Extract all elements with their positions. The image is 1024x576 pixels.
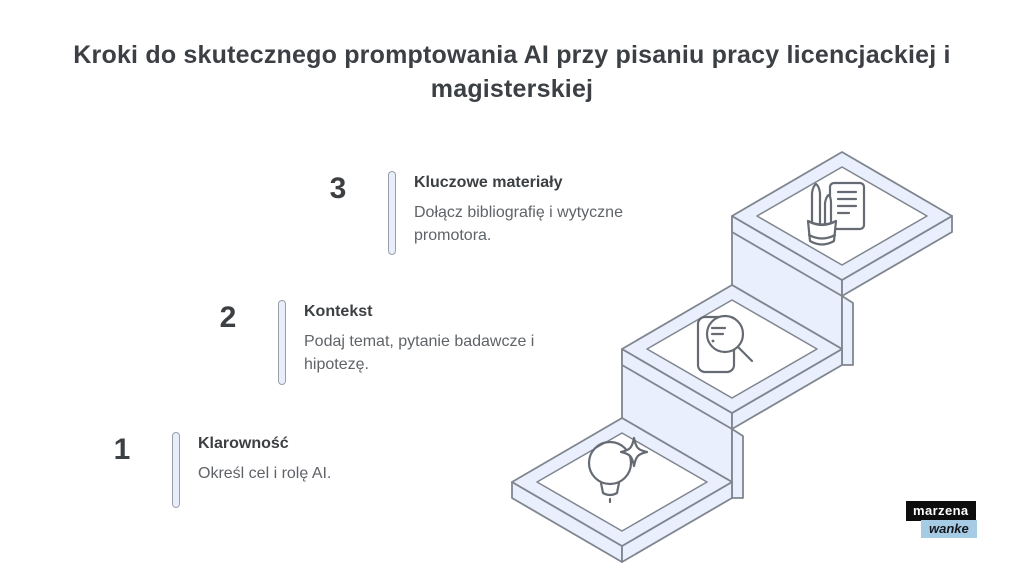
step-item-2: 2 Kontekst Podaj temat, pytanie badawcze… [200, 300, 560, 385]
watermark-surname: wanke [921, 520, 977, 538]
step-description: Dołącz bibliografię i wytyczne promotora… [414, 204, 623, 244]
step-number: 2 [219, 301, 237, 334]
step-number: 3 [329, 172, 347, 205]
step-description: Podaj temat, pytanie badawcze i hipotezę… [304, 333, 535, 373]
page-title: Kroki do skutecznego promptowania AI prz… [73, 41, 951, 103]
step-heading: Kontekst [304, 303, 373, 320]
lightbulb-sparkle-icon [587, 436, 649, 504]
pens-and-document-icon [806, 181, 866, 246]
step-accent-bar [388, 171, 396, 255]
step-heading: Kluczowe materiały [414, 174, 563, 191]
step-accent-bar [278, 300, 286, 385]
step-description: Określ cel i rolę AI. [198, 465, 332, 482]
step-number: 1 [113, 433, 131, 466]
step-accent-bar [172, 432, 180, 508]
document-magnifier-icon [696, 314, 754, 374]
step-platform-1 [511, 417, 733, 563]
step-item-3: 3 Kluczowe materiały Dołącz bibliografię… [310, 171, 670, 255]
step-heading: Klarowność [198, 435, 289, 452]
step-text-block: Kluczowe materiały Dołącz bibliografię i… [414, 174, 664, 247]
watermark-name: marzena [906, 501, 976, 521]
step-text-block: Klarowność Określ cel i rolę AI. [198, 435, 448, 485]
step-item-1: 1 Klarowność Określ cel i rolę AI. [94, 432, 454, 508]
step-platform-2 [621, 284, 843, 499]
step-platform-3 [731, 151, 953, 366]
step-text-block: Kontekst Podaj temat, pytanie badawcze i… [304, 303, 554, 376]
